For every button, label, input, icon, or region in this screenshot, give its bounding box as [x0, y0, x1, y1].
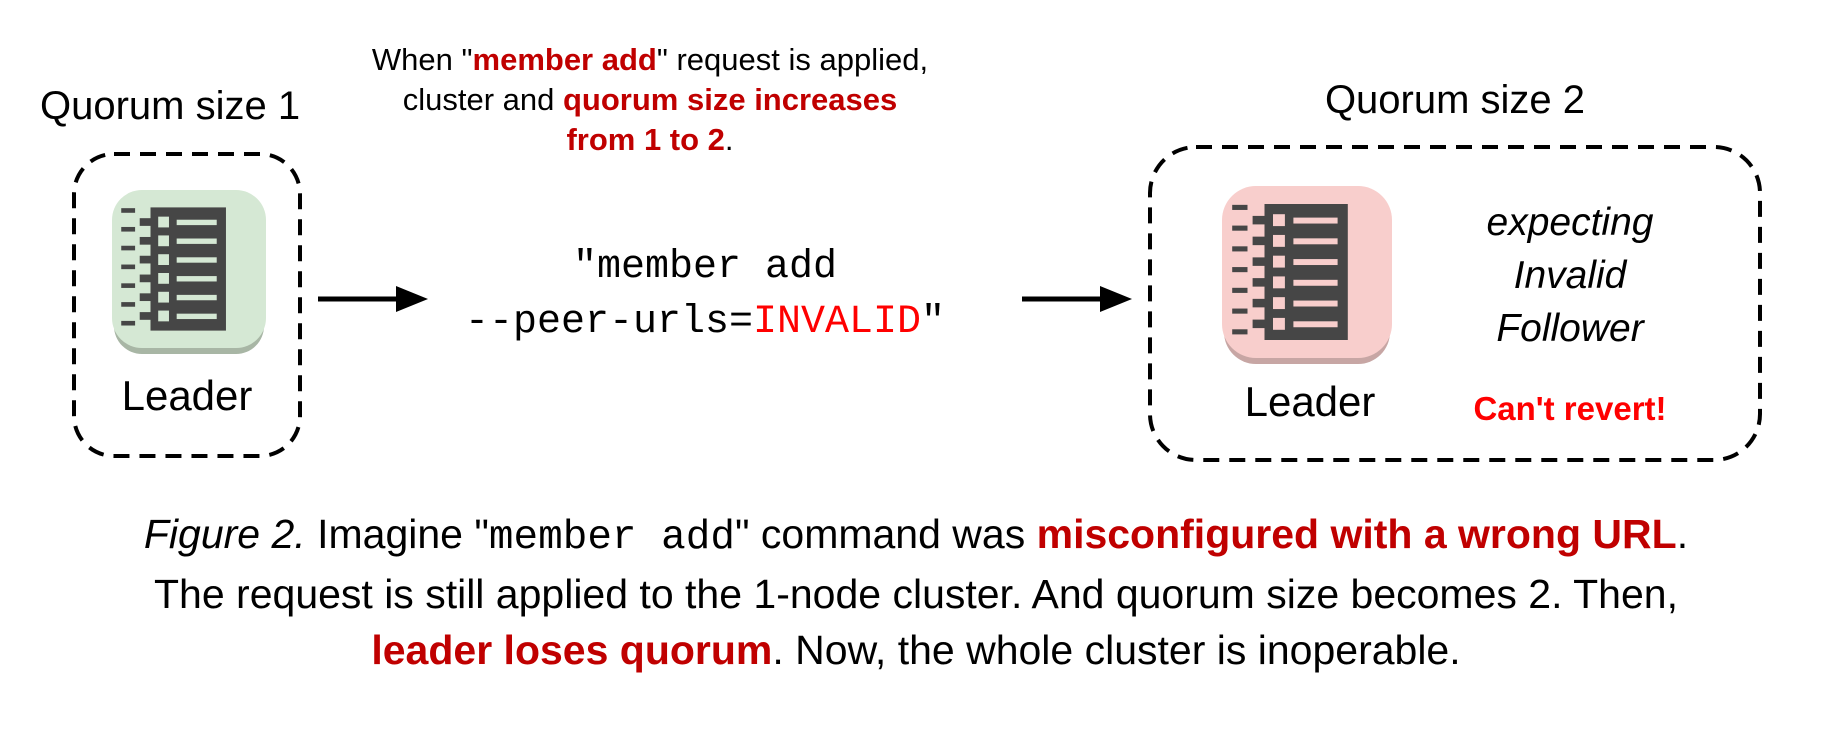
caption-line: leader loses quorum. Now, the whole clus…	[20, 622, 1812, 678]
text-segment: member add	[472, 42, 657, 77]
text-segment: "member add	[572, 245, 838, 290]
left-cluster-title: Quorum size 1	[40, 84, 301, 128]
command-line: "member add	[420, 240, 990, 295]
expecting-invalid-follower-note: expecting Invalid Follower	[1415, 196, 1725, 355]
text-segment: leader loses quorum	[371, 627, 773, 673]
text-segment: from 1 to 2	[566, 122, 725, 157]
annotation-line: cluster and quorum size increases	[320, 80, 980, 120]
annotation-line: When "member add" request is applied,	[320, 40, 980, 80]
right-cluster-title: Quorum size 2	[1324, 78, 1586, 122]
text-segment: " command was	[734, 511, 1037, 557]
right-leader-label: Leader	[1244, 378, 1376, 425]
text-segment: .	[1676, 511, 1689, 557]
expecting-line: Follower	[1496, 307, 1644, 350]
caption-line: Figure 2. Imagine "member add" command w…	[20, 506, 1812, 566]
expecting-line: expecting	[1486, 201, 1654, 244]
text-segment: The request is still applied to the 1-no…	[154, 571, 1678, 617]
text-segment: misconfigured with a wrong URL	[1036, 511, 1677, 557]
expecting-line: Invalid	[1513, 254, 1627, 297]
caption-line: The request is still applied to the 1-no…	[20, 566, 1812, 622]
arrow-right-icon	[318, 286, 428, 312]
text-segment: Figure 2.	[143, 511, 306, 557]
left-cluster-box	[72, 152, 302, 458]
text-segment: .	[724, 122, 734, 157]
text-segment: Imagine "	[305, 511, 489, 557]
text-segment: " request is applied,	[656, 42, 929, 77]
etcd-member-icon-pink	[1222, 186, 1392, 358]
text-segment: quorum size increases	[563, 82, 898, 117]
text-segment: --peer-urls=	[464, 300, 753, 345]
text-segment: "	[921, 300, 946, 345]
figure-caption: Figure 2. Imagine "member add" command w…	[20, 506, 1812, 678]
text-segment: member add	[488, 515, 735, 561]
member-list-icon	[1232, 204, 1348, 340]
text-segment: cluster and	[402, 82, 563, 117]
cant-revert-warning: Can't revert!	[1473, 390, 1667, 427]
command-line: --peer-urls=INVALID"	[420, 295, 990, 350]
text-segment: When "	[371, 42, 473, 77]
text-segment: INVALID	[753, 300, 922, 345]
member-list-icon	[121, 207, 226, 331]
left-leader-label: Leader	[121, 372, 253, 419]
etcd-member-icon-green	[112, 190, 266, 348]
arrow-right-icon	[1022, 286, 1132, 312]
member-add-command: "member add --peer-urls=INVALID"	[420, 240, 990, 350]
annotation-line: from 1 to 2.	[320, 120, 980, 160]
member-add-annotation: When "member add" request is applied, cl…	[320, 40, 980, 160]
text-segment: . Now, the whole cluster is inoperable.	[772, 627, 1461, 673]
